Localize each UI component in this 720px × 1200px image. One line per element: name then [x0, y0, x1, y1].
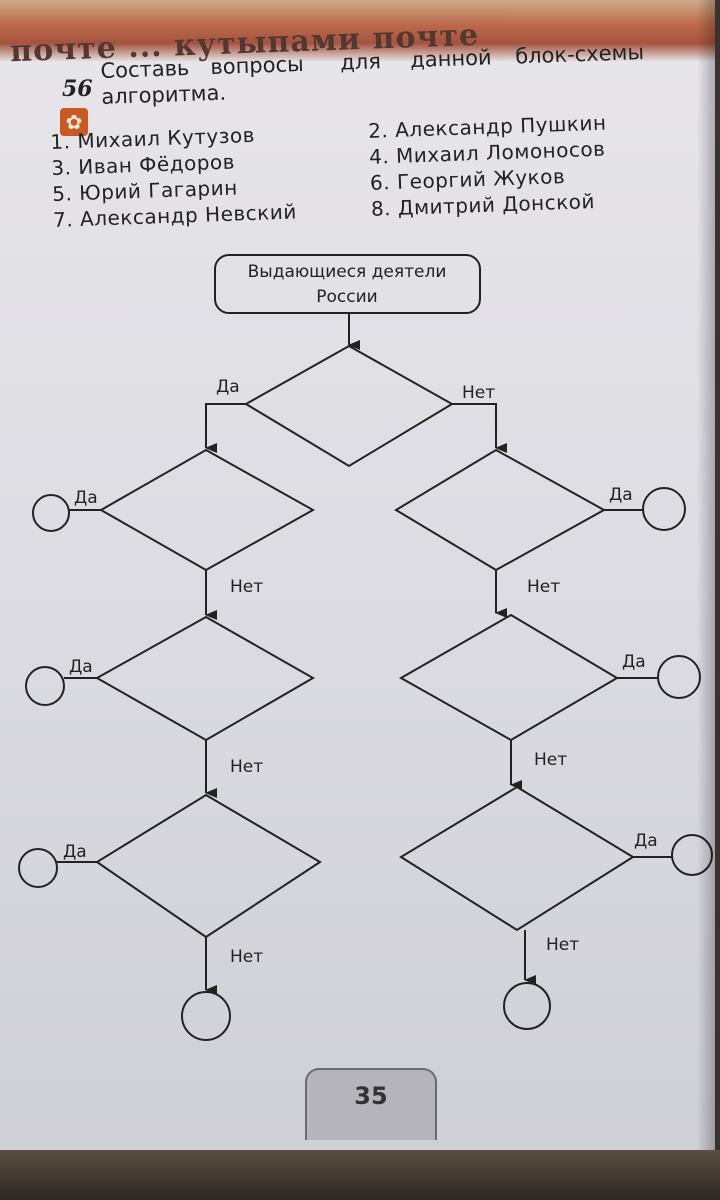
answer-circle [181, 991, 231, 1041]
yes-label: Да [634, 831, 658, 851]
decision-diamond-left-3 [95, 793, 322, 939]
no-label: Нет [462, 383, 495, 403]
yes-label: Да [609, 485, 633, 505]
answer-circle [657, 655, 701, 699]
answer-circle [18, 848, 58, 888]
flower-icon: ✿ [60, 108, 88, 136]
no-label: Нет [230, 577, 263, 597]
task-number: 56 [62, 76, 93, 102]
decision-diamond-top [244, 344, 454, 468]
answer-circle [671, 834, 713, 876]
book-edge [0, 1150, 720, 1200]
no-label: Нет [230, 757, 263, 777]
yes-label: Да [216, 377, 240, 397]
answer-circle [32, 494, 70, 532]
no-label: Нет [534, 750, 567, 770]
yes-label: Да [69, 657, 93, 677]
start-box-text: Выдающиеся деятели [248, 262, 447, 282]
flowchart: Выдающиеся деятели России Да Нет Да Нет … [18, 254, 713, 1041]
start-box-text: России [316, 287, 377, 307]
no-label: Нет [527, 577, 560, 597]
decision-diamond-right-3 [399, 785, 635, 932]
decision-diamond-right-2 [398, 613, 619, 742]
answer-circle [642, 487, 686, 531]
page-shadow [697, 0, 715, 1150]
start-box [214, 254, 481, 314]
page-number: 35 [354, 1082, 388, 1110]
decision-diamond-left-1 [98, 448, 316, 572]
top-banner: почте ... кутыпами почте [0, 0, 715, 69]
decision-diamond-right-1 [394, 448, 607, 572]
no-label: Нет [230, 947, 263, 967]
yes-label: Да [622, 652, 646, 672]
yes-label: Да [63, 842, 87, 862]
yes-label: Да [74, 488, 98, 508]
answer-circle [25, 666, 65, 706]
flow-arrow [205, 403, 246, 453]
page-number-tab: 35 [305, 1068, 437, 1140]
answer-circle [503, 982, 551, 1030]
no-label: Нет [546, 935, 579, 955]
workbook-page: почте ... кутыпами почте 56 ✿ Составь во… [0, 0, 715, 1150]
decision-diamond-left-2 [94, 615, 316, 742]
flow-arrow [452, 403, 507, 453]
